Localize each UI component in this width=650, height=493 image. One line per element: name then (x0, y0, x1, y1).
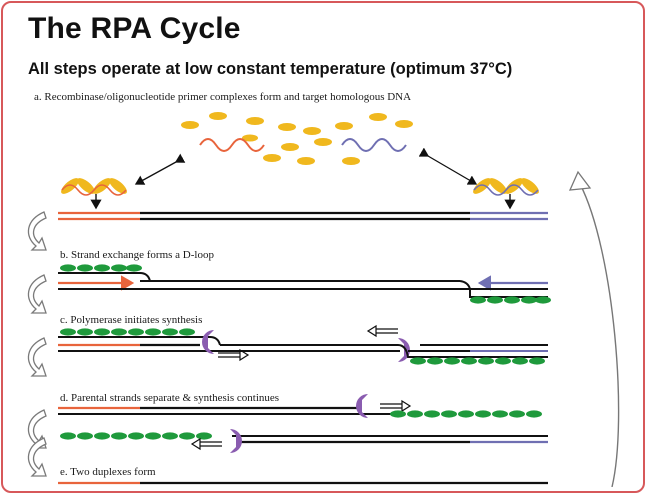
synthesis-direction-arrow-icon (366, 324, 398, 338)
binding-arrow-left (134, 153, 186, 185)
synthesis-direction-arrow-icon (218, 348, 250, 362)
ssb-row-b-left (60, 264, 142, 272)
free-recombinase-proteins (181, 112, 413, 165)
step-e-label: e. Two duplexes form (60, 466, 156, 478)
ssb-row-d-upper (390, 410, 542, 418)
free-reverse-primer (341, 138, 407, 152)
binding-arrow-right (418, 147, 478, 185)
step-c-synthesis (58, 324, 548, 365)
ssb-row-c-right (410, 357, 545, 365)
step-d-separation (58, 394, 548, 453)
cycle-return-arrow-icon (568, 170, 620, 487)
step-c-label: c. Polymerase initiates synthesis (60, 314, 203, 326)
step-a-label: a. Recombinase/oligonucleotide primer co… (34, 91, 412, 103)
ssb-row-d-lower (60, 432, 212, 440)
ssb-row-b-right (470, 296, 551, 304)
step-b-dloop (58, 264, 551, 304)
synthesis-direction-arrow-icon (190, 437, 222, 451)
target-dna-duplex (58, 211, 548, 221)
cycle-arrow-icon (27, 211, 47, 477)
synthesis-direction-arrow-icon (380, 399, 412, 413)
ssb-row-c-left (60, 328, 195, 336)
slide-title: The RPA Cycle (28, 12, 241, 45)
slide-subtitle: All steps operate at low constant temper… (28, 60, 513, 78)
polymerase-icon (230, 429, 242, 453)
step-b-label: b. Strand exchange forms a D-loop (60, 249, 214, 261)
recombinase-primer-complex-left (58, 175, 130, 197)
step-d-label: d. Parental strands separate & synthesis… (60, 392, 280, 404)
recombinase-primer-complex-right (470, 175, 542, 197)
free-forward-primer (199, 138, 265, 152)
